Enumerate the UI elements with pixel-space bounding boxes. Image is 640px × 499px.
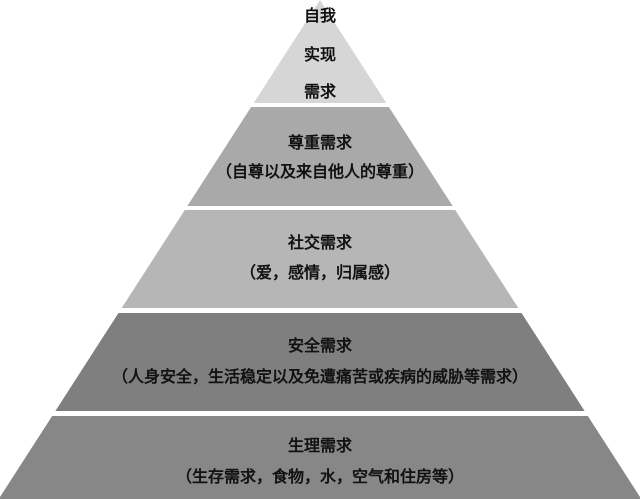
layer-3-title: 社交需求 — [287, 233, 352, 252]
layer-1-line-2: 实现 — [303, 45, 336, 64]
pyramid-layer-1 — [253, 0, 387, 103]
layer-5-title: 生理需求 — [287, 436, 352, 455]
layer-4-subtitle: （人身安全，生活稳定以及免遭痛苦或疾病的威胁等需求） — [111, 367, 528, 386]
pyramid-layer-3 — [121, 210, 519, 308]
pyramid-layer-4 — [55, 313, 585, 411]
layer-1-line-3: 需求 — [303, 82, 336, 101]
layer-2-title: 尊重需求 — [287, 133, 352, 152]
layer-1-line-1: 自我 — [303, 6, 336, 25]
pyramid-layer-2 — [187, 107, 453, 206]
layer-4-title: 安全需求 — [287, 336, 352, 355]
layer-3-subtitle: （爱，感情，归属感） — [239, 263, 400, 282]
layer-5-subtitle: （生存需求，食物，水，空气和住房等） — [175, 467, 464, 486]
layer-2-subtitle: （自尊以及来自他人的尊重） — [215, 162, 424, 181]
pyramid-layer-5 — [0, 416, 640, 499]
